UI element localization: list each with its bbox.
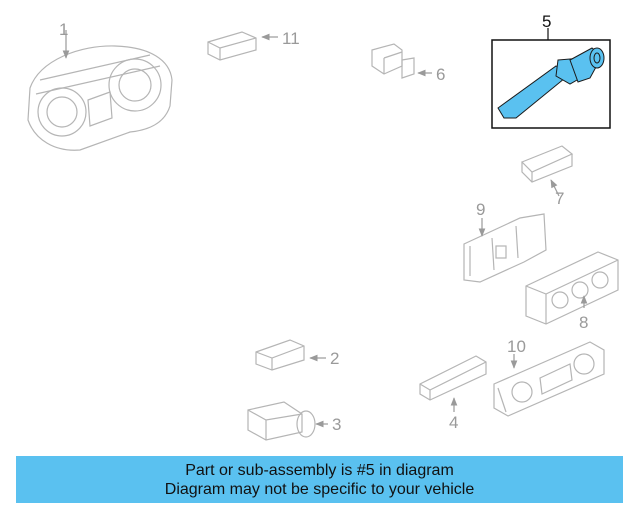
- callout-1: 1: [59, 20, 69, 39]
- part-5-highlighted[interactable]: [491, 28, 611, 129]
- banner-line-1: Part or sub-assembly is #5 in diagram: [185, 461, 454, 479]
- part-10[interactable]: [493, 341, 605, 417]
- part-9[interactable]: [463, 213, 547, 283]
- callout-9: 9: [476, 200, 486, 219]
- callout-11: 11: [282, 29, 300, 48]
- banner-line-2: Diagram may not be specific to your vehi…: [164, 480, 475, 498]
- callout-2: 2: [330, 349, 340, 368]
- callout-7: 7: [555, 189, 565, 208]
- callout-8: 8: [579, 313, 589, 332]
- callout-10: 10: [507, 337, 526, 356]
- part-1-instrument-cluster[interactable]: [27, 30, 173, 151]
- callout-4: 4: [449, 413, 459, 432]
- callout-3: 3: [332, 415, 342, 434]
- callout-6: 6: [436, 65, 446, 84]
- part-11[interactable]: [207, 31, 278, 61]
- info-banner: Part or sub-assembly is #5 in diagram Di…: [16, 456, 623, 503]
- part-3[interactable]: [247, 401, 328, 441]
- callout-5: 5: [542, 12, 552, 31]
- part-2[interactable]: [255, 339, 326, 371]
- part-8[interactable]: [525, 251, 619, 325]
- part-4[interactable]: [419, 355, 487, 412]
- part-7[interactable]: [520, 145, 574, 197]
- part-6[interactable]: [371, 43, 432, 79]
